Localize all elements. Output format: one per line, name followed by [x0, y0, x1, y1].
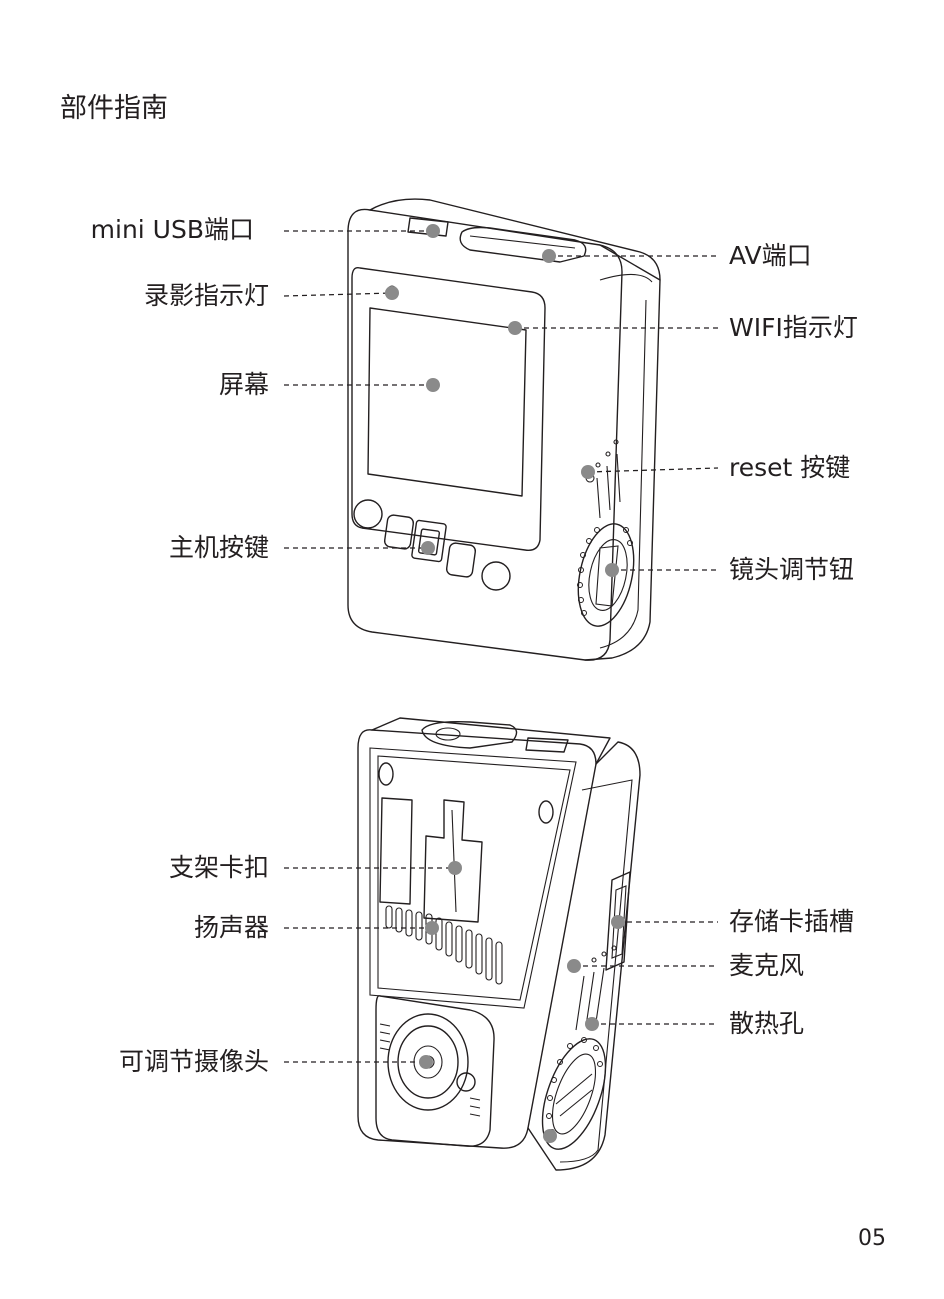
label-mini-usb-port: mini USB端口	[90, 215, 254, 244]
page-title: 部件指南	[60, 93, 168, 124]
label-mount-clip: 支架卡扣	[168, 853, 269, 882]
label-reset-button: reset 按键	[729, 453, 851, 482]
page-number: 05	[858, 1226, 886, 1251]
front-device-drawing	[347, 198, 661, 661]
label-speaker: 扬声器	[193, 913, 269, 942]
back-device-drawing	[357, 717, 641, 1171]
label-lens-adjust-knob: 镜头调节钮	[729, 555, 855, 584]
label-memory-card-slot: 存储卡插槽	[729, 907, 855, 936]
label-adjustable-camera: 可调节摄像头	[118, 1047, 269, 1076]
label-wifi-indicator: WIFI指示灯	[729, 313, 858, 342]
label-screen: 屏幕	[218, 370, 269, 399]
label-av-port: AV端口	[729, 241, 812, 270]
label-record-indicator: 录影指示灯	[143, 281, 269, 310]
label-main-buttons: 主机按键	[168, 533, 269, 562]
label-heat-vents: 散热孔	[729, 1009, 805, 1038]
callout-leaders	[283, 230, 719, 1063]
label-microphone: 麦克风	[729, 951, 805, 980]
callout-markers	[385, 224, 625, 1143]
